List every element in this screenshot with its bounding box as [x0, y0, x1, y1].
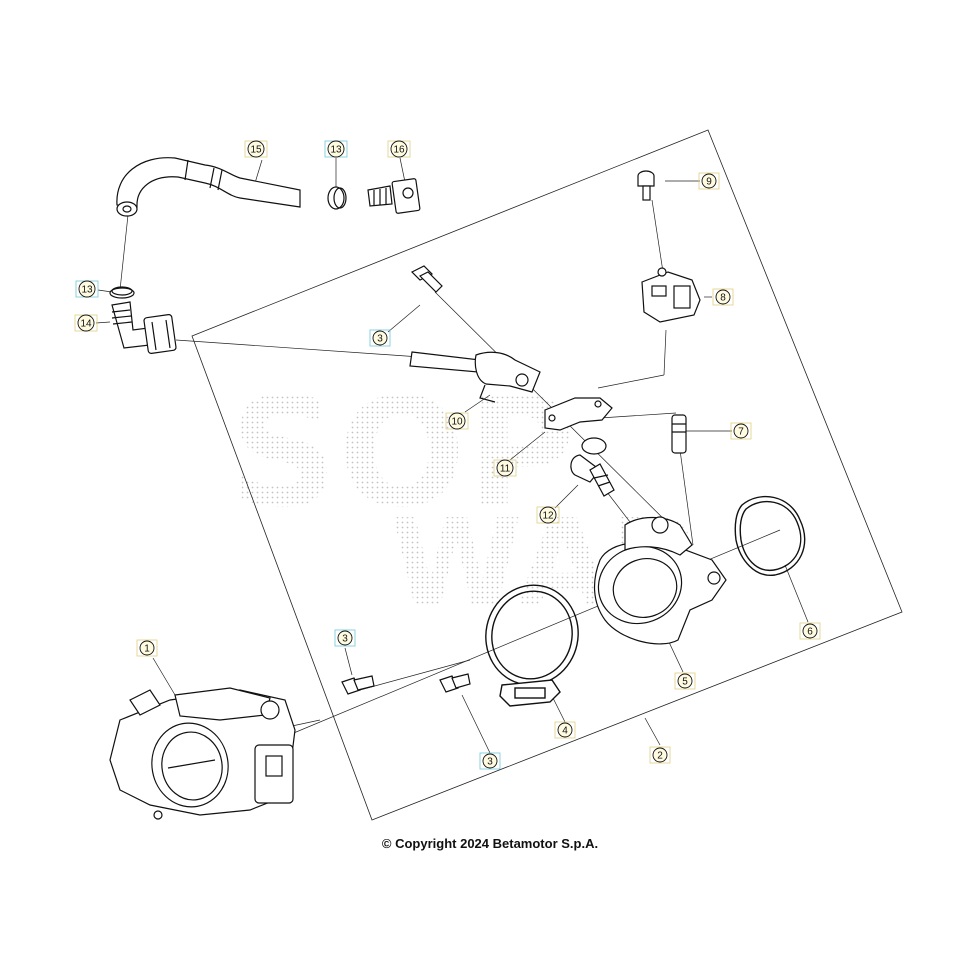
- callout-label: 16: [393, 145, 405, 156]
- intake-manifold-part-5[interactable]: [588, 516, 727, 645]
- callout-label: 3: [377, 334, 383, 345]
- callout-circle: [557, 722, 573, 738]
- callout-label: 2: [657, 751, 663, 762]
- callout-circle: [77, 314, 95, 332]
- bracket-sensor-part-10[interactable]: [409, 351, 541, 403]
- callout-frame: [334, 629, 356, 647]
- callout-label: 11: [500, 464, 511, 475]
- callout-label: 10: [451, 417, 463, 428]
- callout-circle: [677, 673, 693, 689]
- callout-frame: [479, 752, 501, 770]
- callout-circle: [372, 330, 388, 346]
- callout-circle: [701, 173, 717, 189]
- callout-12[interactable]: 12: [536, 506, 560, 524]
- callout-frame: [649, 746, 671, 764]
- callout-frame: [730, 422, 752, 440]
- callout-15[interactable]: 15: [244, 140, 268, 158]
- callout-3-lower-right[interactable]: 3: [479, 752, 501, 770]
- o-ring-part-6[interactable]: [734, 495, 806, 576]
- callout-circle: [496, 459, 514, 477]
- callout-6[interactable]: 6: [799, 622, 821, 640]
- assembly-boundary: [191, 129, 903, 821]
- callout-circle: [482, 753, 498, 769]
- callout-frame: [674, 672, 696, 690]
- callout-circle: [327, 140, 345, 158]
- callout-frame: [698, 172, 720, 190]
- callout-3-lower-left[interactable]: 3: [334, 629, 356, 647]
- callout-frame: [554, 721, 576, 739]
- callout-label: 5: [682, 677, 688, 688]
- injector-part-12[interactable]: [570, 437, 615, 497]
- callout-label: 9: [706, 177, 712, 188]
- callout-label: 13: [330, 145, 342, 156]
- bolt-part-3-lower-left[interactable]: [341, 675, 375, 695]
- callout-10[interactable]: 10: [445, 412, 469, 430]
- callout-4[interactable]: 4: [554, 721, 576, 739]
- callout-1[interactable]: 1: [136, 639, 158, 657]
- callout-13-left[interactable]: 13: [75, 280, 99, 298]
- clamp-part-13-top[interactable]: [327, 186, 347, 210]
- sensor-part-8[interactable]: [641, 267, 701, 323]
- screw-part-9[interactable]: [637, 170, 655, 201]
- callout-3-upper[interactable]: 3: [369, 329, 391, 347]
- callout-5[interactable]: 5: [674, 672, 696, 690]
- callout-11[interactable]: 11: [493, 459, 517, 477]
- callout-circle: [652, 747, 668, 763]
- clamp-part-13-left[interactable]: [109, 286, 135, 299]
- callout-7[interactable]: 7: [730, 422, 752, 440]
- leader-lines: [95, 157, 809, 754]
- callout-label: 3: [487, 757, 493, 768]
- callout-label: 15: [250, 145, 262, 156]
- callout-circle: [448, 412, 466, 430]
- callout-frame: [369, 329, 391, 347]
- callout-label: 4: [562, 726, 568, 737]
- callout-circle: [715, 289, 731, 305]
- callout-label: 7: [738, 427, 744, 438]
- callout-label: 1: [144, 644, 150, 655]
- fitting-part-16[interactable]: [367, 178, 421, 214]
- callout-label: 12: [542, 511, 554, 522]
- callout-label: 8: [720, 293, 726, 304]
- bracket-plate-part-11[interactable]: [544, 397, 613, 431]
- callout-circle: [78, 280, 96, 298]
- callout-circle: [390, 140, 408, 158]
- callout-frame: [712, 288, 734, 306]
- callout-8[interactable]: 8: [712, 288, 734, 306]
- elbow-fitting-part-14[interactable]: [111, 301, 177, 354]
- callout-circle: [733, 423, 749, 439]
- copyright-notice: © Copyright 2024 Betamotor S.p.A.: [381, 836, 599, 851]
- callout-frame: [799, 622, 821, 640]
- callouts: 1 2 3 3 3 4 5: [74, 140, 821, 770]
- callout-label: 14: [80, 319, 92, 330]
- callout-circle: [802, 623, 818, 639]
- callout-circle: [337, 630, 353, 646]
- callout-16[interactable]: 16: [387, 140, 411, 158]
- callout-frame: [136, 639, 158, 657]
- callout-9[interactable]: 9: [698, 172, 720, 190]
- callout-label: 6: [807, 627, 813, 638]
- hose-clamp-part-4[interactable]: [477, 577, 588, 707]
- bolt-part-3-lower-right[interactable]: [439, 673, 471, 693]
- callout-circle: [139, 640, 155, 656]
- bolt-part-3-upper[interactable]: [410, 265, 443, 293]
- callout-label: 3: [342, 634, 348, 645]
- callout-circle: [247, 140, 265, 158]
- callout-13-top[interactable]: 13: [324, 140, 348, 158]
- throttle-body-part-1[interactable]: [109, 687, 296, 820]
- callout-label: 13: [81, 285, 93, 296]
- hose-part-15[interactable]: [116, 157, 301, 217]
- callout-circle: [539, 506, 557, 524]
- sensor-part-7[interactable]: [671, 414, 687, 454]
- callout-14[interactable]: 14: [74, 314, 98, 332]
- callout-2[interactable]: 2: [649, 746, 671, 764]
